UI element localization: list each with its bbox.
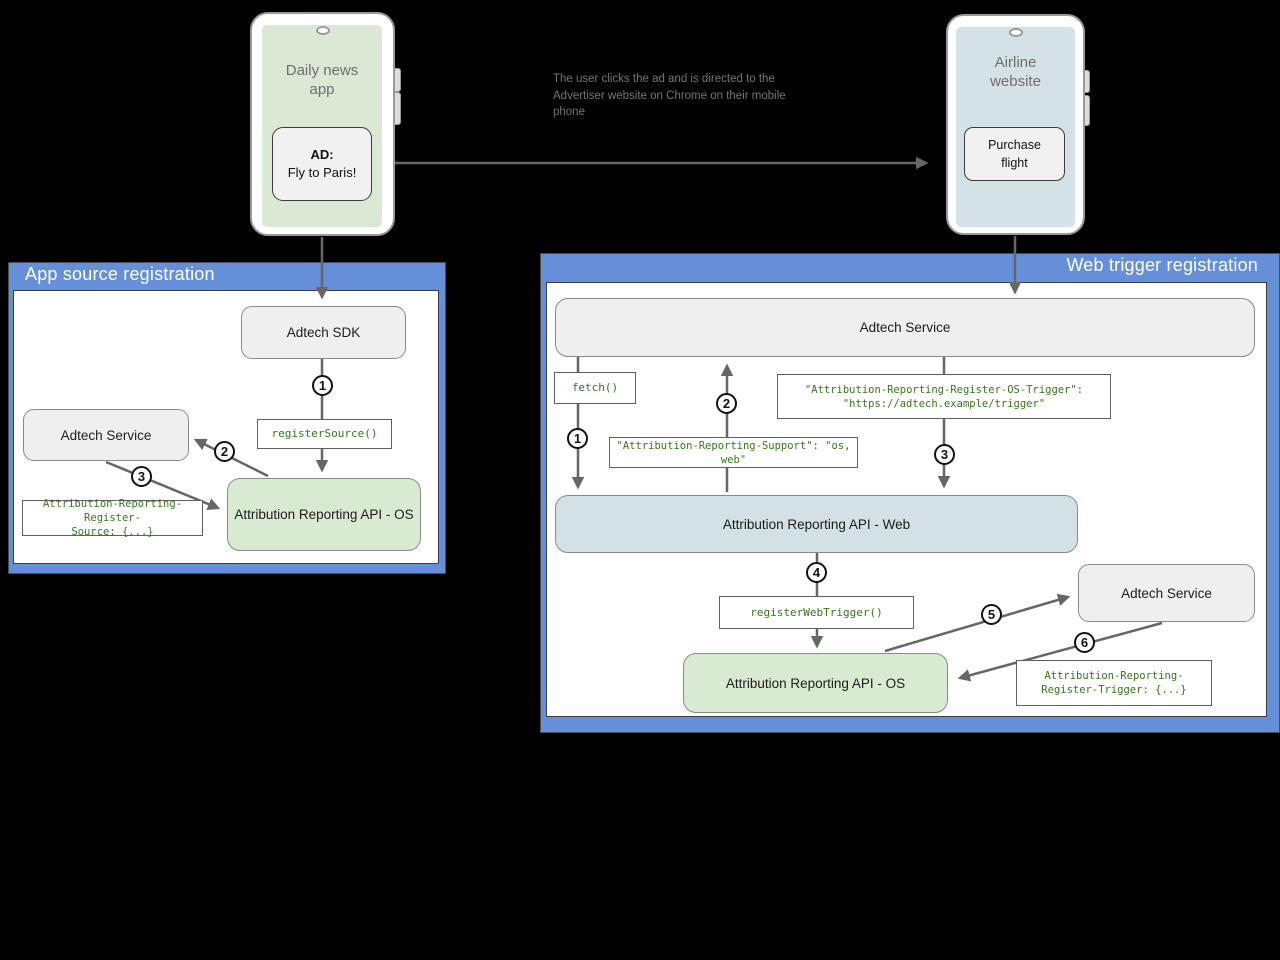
adtech-service-top-node: Adtech Service [555,298,1255,357]
step-5-web: 5 [981,604,1002,625]
support-header-label: "Attribution-Reporting-Support": "os, we… [616,439,851,466]
adtech-service-top-label: Adtech Service [859,320,951,335]
register-source-call-box: registerSource() [257,419,392,449]
api-web-node: Attribution Reporting API - Web [555,495,1078,553]
api-os-right-node: Attribution Reporting API - OS [683,653,948,713]
register-source-call-label: registerSource() [271,427,378,440]
airline-site-title: Airline website [990,54,1041,90]
adtech-service-right-node: Adtech Service [1078,564,1255,622]
register-trigger-header-box: Attribution-Reporting- Register-Trigger:… [1016,660,1212,706]
ad-heading: AD: [310,147,334,162]
os-trigger-header-box: "Attribution-Reporting-Register-OS-Trigg… [777,374,1111,419]
news-phone-camera [316,26,330,35]
api-os-left-node: Attribution Reporting API - OS [227,478,421,551]
web-trigger-panel-title: Web trigger registration [1066,255,1258,275]
news-app-title: Daily news app [285,62,359,98]
os-trigger-header-label: "Attribution-Reporting-Register-OS-Trigg… [804,383,1084,410]
register-trigger-header-label: Attribution-Reporting- Register-Trigger:… [1041,670,1187,696]
app-source-panel-title: App source registration [25,264,215,284]
ad-card[interactable]: AD: Fly to Paris! [272,127,372,201]
step-2-web: 2 [716,393,737,414]
api-os-left-label: Attribution Reporting API - OS [234,507,414,522]
fetch-call-box: fetch() [554,372,636,404]
fetch-call-label: fetch() [571,381,619,394]
purchase-flight-label: Purchase flight [988,138,1041,170]
step-3-app: 3 [131,466,152,487]
step-3-web: 3 [934,444,955,465]
step-1-app: 1 [312,375,333,396]
ad-text: Fly to Paris! [287,165,357,180]
register-web-trigger-call-box: registerWebTrigger() [719,596,914,629]
adtech-service-left-node: Adtech Service [23,409,189,461]
step-2-app: 2 [214,441,235,462]
register-web-trigger-call-label: registerWebTrigger() [750,605,883,619]
support-header-box: "Attribution-Reporting-Support": "os, we… [609,437,858,468]
purchase-flight-button[interactable]: Purchase flight [964,127,1065,181]
adtech-sdk-node: Adtech SDK [241,306,406,359]
step-4-web: 4 [806,562,827,583]
airline-phone-camera [1009,28,1023,37]
adtech-service-right-label: Adtech Service [1121,585,1212,601]
click-annotation: The user clicks the ad and is directed t… [553,73,786,118]
register-source-header-label: Attribution-Reporting-Register- Source: … [42,498,183,538]
step-6-web: 6 [1074,632,1095,653]
adtech-service-left-label: Adtech Service [60,427,152,443]
adtech-sdk-label: Adtech SDK [286,325,361,340]
api-os-right-label: Attribution Reporting API - OS [725,675,906,691]
register-source-header-box: Attribution-Reporting-Register- Source: … [22,498,203,538]
api-web-label: Attribution Reporting API - Web [722,516,911,532]
step-1-web: 1 [567,428,588,449]
